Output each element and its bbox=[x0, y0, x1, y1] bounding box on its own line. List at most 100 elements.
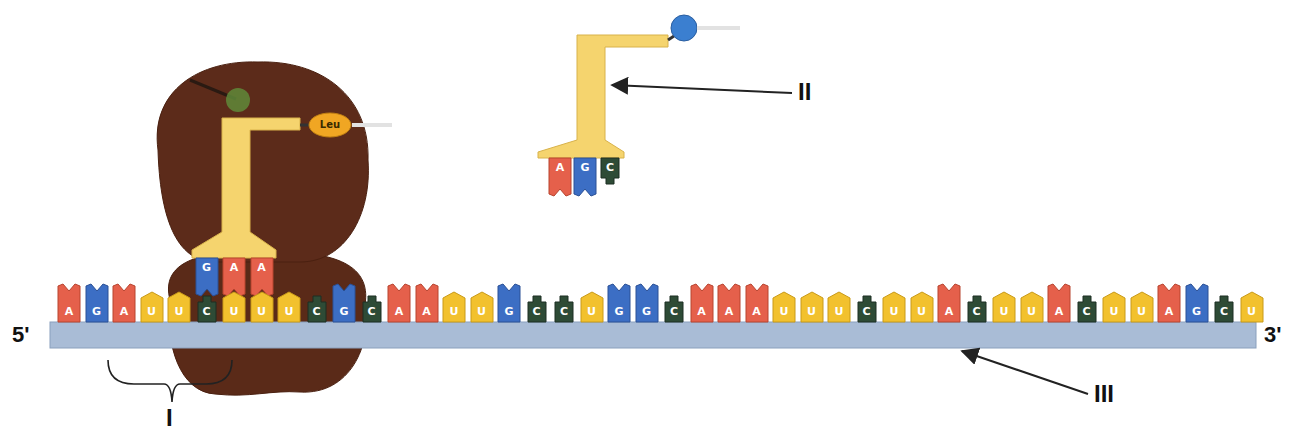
mrna-base: U bbox=[1241, 284, 1263, 322]
part-label: I bbox=[166, 404, 173, 432]
base-letter: A bbox=[113, 305, 135, 319]
mrna-base: U bbox=[828, 284, 850, 322]
base-letter: G bbox=[636, 305, 658, 319]
mrna-base: C bbox=[306, 284, 328, 322]
base-letter: U bbox=[223, 305, 245, 319]
base-outline bbox=[911, 292, 933, 322]
base-outline bbox=[718, 284, 740, 322]
base-letter: U bbox=[471, 305, 493, 319]
base-letter: G bbox=[574, 161, 596, 175]
amino-acid-tail bbox=[697, 26, 740, 30]
base-outline bbox=[168, 292, 190, 322]
base-letter: A bbox=[223, 261, 245, 275]
base-letter: G bbox=[608, 305, 630, 319]
base-outline bbox=[278, 292, 300, 322]
part-label: III bbox=[1094, 380, 1114, 408]
base-outline bbox=[993, 292, 1015, 322]
anticodon-base: G bbox=[196, 258, 218, 296]
base-outline bbox=[1186, 284, 1208, 322]
mrna-base: G bbox=[1186, 284, 1208, 322]
base-outline bbox=[1103, 292, 1125, 322]
base-letter: A bbox=[691, 305, 713, 319]
base-letter: C bbox=[966, 305, 988, 319]
base-outline bbox=[938, 284, 960, 322]
base-outline bbox=[1158, 284, 1180, 322]
mrna-base: U bbox=[1131, 284, 1153, 322]
base-outline bbox=[549, 158, 571, 196]
mrna-base: A bbox=[1048, 284, 1070, 322]
mrna-base: A bbox=[691, 284, 713, 322]
mrna-base: U bbox=[801, 284, 823, 322]
base-outline bbox=[574, 158, 596, 196]
base-outline bbox=[471, 292, 493, 322]
mrna-base: A bbox=[388, 284, 410, 322]
base-letter: U bbox=[1241, 305, 1263, 319]
base-outline bbox=[1048, 284, 1070, 322]
mrna-base: A bbox=[58, 284, 80, 322]
mrna-base: U bbox=[168, 284, 190, 322]
base-outline bbox=[801, 292, 823, 322]
leader-line bbox=[612, 85, 792, 93]
mrna-base: G bbox=[608, 284, 630, 322]
part-label: II bbox=[798, 78, 811, 106]
strand-end-label: 3' bbox=[1264, 322, 1281, 348]
base-outline bbox=[388, 284, 410, 322]
base-letter: C bbox=[599, 161, 621, 175]
base-letter: C bbox=[663, 305, 685, 319]
mrna-base: C bbox=[966, 284, 988, 322]
trna-amino-link bbox=[668, 36, 674, 40]
trna-body bbox=[192, 118, 300, 258]
base-letter: C bbox=[1213, 305, 1235, 319]
base-letter: A bbox=[1158, 305, 1180, 319]
base-letter: G bbox=[333, 305, 355, 319]
leader-line bbox=[962, 351, 1088, 394]
base-letter: C bbox=[553, 305, 575, 319]
base-outline bbox=[333, 284, 355, 322]
mrna-base: U bbox=[223, 284, 245, 322]
trna-body bbox=[538, 35, 668, 158]
base-letter: U bbox=[251, 305, 273, 319]
mrna-base: C bbox=[361, 284, 383, 322]
anticodon-base: C bbox=[599, 158, 621, 196]
codon-bracket bbox=[108, 360, 232, 402]
amino-acid-name: Leu bbox=[308, 112, 352, 138]
base-outline bbox=[223, 258, 245, 296]
mrna-base: U bbox=[141, 284, 163, 322]
anticodon-base: A bbox=[549, 158, 571, 196]
base-letter: A bbox=[938, 305, 960, 319]
mrna-base: U bbox=[251, 284, 273, 322]
mrna-base: G bbox=[86, 284, 108, 322]
base-letter: C bbox=[856, 305, 878, 319]
mrna-base: C bbox=[856, 284, 878, 322]
base-letter: U bbox=[773, 305, 795, 319]
base-outline bbox=[86, 284, 108, 322]
base-letter: U bbox=[581, 305, 603, 319]
base-letter: A bbox=[416, 305, 438, 319]
mrna-base: G bbox=[636, 284, 658, 322]
anticodon-base: G bbox=[574, 158, 596, 196]
amino-acid-bead bbox=[671, 15, 697, 41]
mrna-base: C bbox=[553, 284, 575, 322]
mrna-base: C bbox=[1076, 284, 1098, 322]
base-outline bbox=[443, 292, 465, 322]
base-letter: U bbox=[278, 305, 300, 319]
mrna-base: U bbox=[471, 284, 493, 322]
mrna-base: C bbox=[196, 284, 218, 322]
anticodon-base: A bbox=[251, 258, 273, 296]
base-letter: U bbox=[883, 305, 905, 319]
base-letter: G bbox=[86, 305, 108, 319]
base-outline bbox=[141, 292, 163, 322]
mrna-base: C bbox=[1213, 284, 1235, 322]
amino-acid-bead bbox=[226, 88, 250, 112]
base-letter: C bbox=[1076, 305, 1098, 319]
base-letter: A bbox=[1048, 305, 1070, 319]
mrna-backbone bbox=[50, 322, 1256, 348]
base-outline bbox=[113, 284, 135, 322]
amino-acid-tail bbox=[352, 123, 392, 127]
base-letter: C bbox=[526, 305, 548, 319]
base-letter: A bbox=[388, 305, 410, 319]
mrna-base: U bbox=[1021, 284, 1043, 322]
base-letter: G bbox=[196, 261, 218, 275]
base-outline bbox=[746, 284, 768, 322]
